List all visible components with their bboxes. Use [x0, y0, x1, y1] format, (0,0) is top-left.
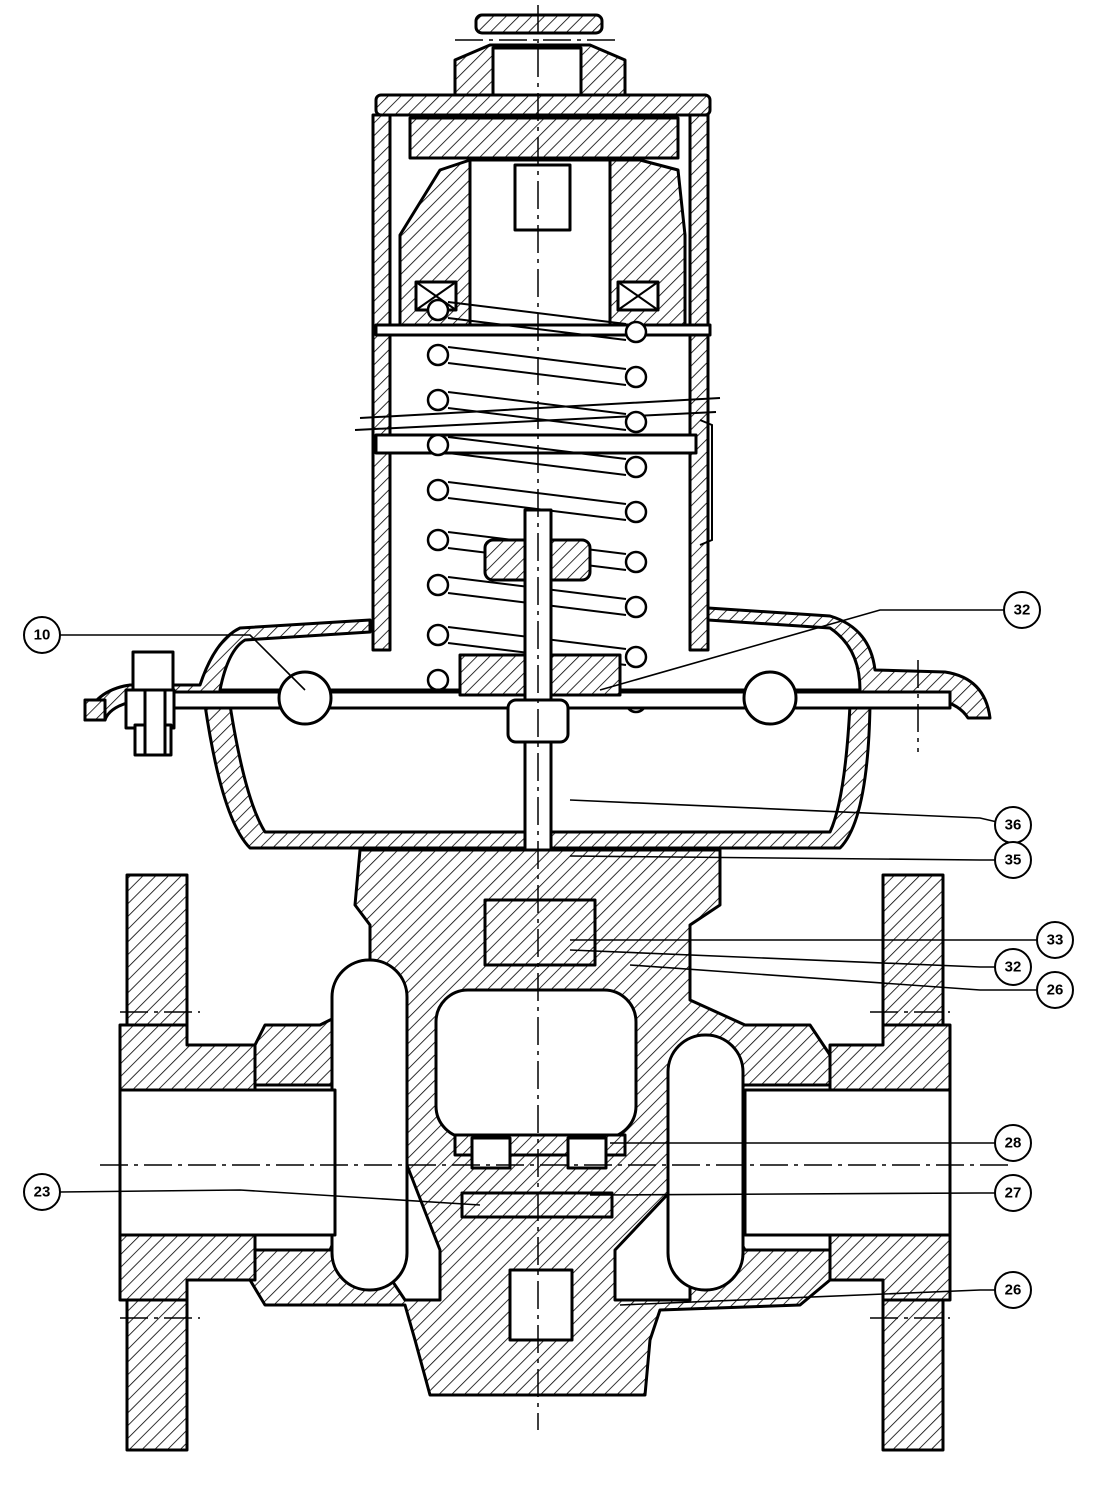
- spring-coil: [426, 478, 450, 502]
- inlet-port: [118, 1088, 337, 1237]
- svg-text:32: 32: [1005, 959, 1022, 976]
- spring-coil: [624, 320, 648, 344]
- spring-coil: [426, 298, 450, 322]
- spring-coil: [624, 645, 648, 669]
- spring-housing: [354, 93, 721, 652]
- part-label-10: 10: [23, 616, 61, 654]
- outlet-port: [743, 1088, 952, 1237]
- svg-text:10: 10: [34, 627, 51, 644]
- part-label-27: 27: [994, 1174, 1032, 1212]
- valve-plug: [453, 898, 627, 1219]
- spring-wire: [447, 452, 627, 476]
- part-label-33: 33: [1036, 921, 1074, 959]
- svg-text:33: 33: [1047, 932, 1064, 949]
- part-label-26-lower: 26: [994, 1271, 1032, 1309]
- spring-wire: [447, 317, 627, 341]
- svg-text:36: 36: [1005, 817, 1022, 834]
- spring-coil: [426, 668, 450, 692]
- spring-coil: [624, 410, 648, 434]
- diaphragm-bolt-left: [124, 650, 176, 757]
- spring-wire: [447, 436, 627, 460]
- inlet-flange: [118, 873, 257, 1452]
- spring-coil: [426, 528, 450, 552]
- svg-text:32: 32: [1014, 602, 1031, 619]
- part-label-23: 23: [23, 1173, 61, 1211]
- svg-text:35: 35: [1005, 852, 1022, 869]
- spring-coil: [624, 595, 648, 619]
- spring-coil: [624, 500, 648, 524]
- spring-coil: [426, 433, 450, 457]
- spring-coil: [426, 573, 450, 597]
- part-label-26-upper: 26: [1036, 971, 1074, 1009]
- outlet-flange: [828, 873, 952, 1452]
- spring-coil: [624, 550, 648, 574]
- svg-text:27: 27: [1005, 1185, 1022, 1202]
- spring-coil: [426, 623, 450, 647]
- spring-coil: [426, 388, 450, 412]
- spring-coil: [426, 343, 450, 367]
- part-label-35: 35: [994, 841, 1032, 879]
- part-label-36: 36: [994, 806, 1032, 844]
- svg-text:26: 26: [1005, 1282, 1022, 1299]
- spring-wire: [447, 301, 627, 325]
- part-label-28: 28: [994, 1124, 1032, 1162]
- spring-coil: [624, 365, 648, 389]
- part-label-32-upper: 32: [1003, 591, 1041, 629]
- part-label-32-lower: 32: [994, 948, 1032, 986]
- spring-wire: [447, 407, 627, 431]
- svg-text:26: 26: [1047, 982, 1064, 999]
- spring-wire: [447, 362, 627, 386]
- spring-wire: [447, 346, 627, 370]
- svg-text:23: 23: [34, 1184, 51, 1201]
- spring-wire: [447, 481, 627, 505]
- svg-text:28: 28: [1005, 1135, 1022, 1152]
- spring-wire: [447, 391, 627, 415]
- spring-coil: [624, 455, 648, 479]
- valve-body: [248, 848, 832, 1397]
